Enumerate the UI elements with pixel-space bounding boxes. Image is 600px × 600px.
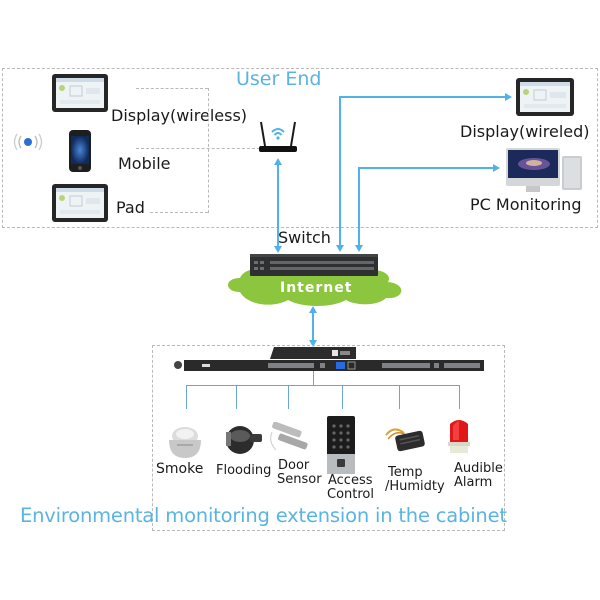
display-wireled-label: Display(wireled) — [460, 122, 590, 141]
audible-alarm-label-line2: Alarm — [454, 475, 493, 490]
tablet-display-wireless-icon — [52, 74, 108, 112]
internet-label: Internet — [280, 280, 353, 296]
switch-pc-connector-v — [358, 167, 360, 248]
flooding-label: Flooding — [216, 463, 272, 478]
tree-drop-access-control — [342, 385, 343, 409]
tree-bar — [186, 385, 460, 386]
wireless-link-to-router — [136, 148, 260, 149]
switch-display-wireled-connector-v — [339, 96, 341, 248]
temp-humidity-sensor-icon — [384, 425, 428, 455]
tree-drop-smoke — [186, 385, 187, 409]
cabinet-title: Environmental monitoring extension in th… — [20, 504, 507, 527]
tree-drop-flooding — [236, 385, 237, 409]
arrow-right-icon — [493, 164, 500, 172]
user-end-title: User End — [236, 68, 322, 90]
router-switch-connector — [277, 162, 279, 250]
door-sensor-icon — [270, 422, 310, 456]
audible-alarm-icon — [446, 416, 472, 454]
pdu-strip-icon — [172, 360, 484, 372]
network-switch-icon — [250, 254, 378, 276]
wireless-signal-icon — [10, 132, 46, 152]
pc-monitoring-label: PC Monitoring — [470, 195, 582, 214]
arrow-up-icon — [274, 158, 282, 165]
pad-label: Pad — [116, 198, 145, 217]
display-wireled-icon — [516, 78, 574, 116]
wireless-bracket-bottom — [150, 212, 208, 213]
wireless-bracket-top — [136, 88, 208, 89]
arrow-down-icon — [355, 245, 363, 252]
arrow-right-icon — [505, 93, 512, 101]
flooding-sensor-icon — [220, 424, 264, 456]
arrow-down-icon — [336, 245, 344, 252]
arrow-down-icon — [274, 246, 282, 253]
door-sensor-label-line1: Door — [278, 458, 310, 473]
access-control-keypad-icon — [327, 416, 355, 474]
switch-display-wireled-connector-h — [339, 96, 507, 98]
arrow-up-icon — [309, 306, 317, 313]
mobile-label: Mobile — [118, 154, 171, 173]
audible-alarm-label-line1: Audible — [454, 461, 503, 476]
tree-drop-temp-humidity — [399, 385, 400, 409]
tablet-pad-icon — [52, 184, 108, 222]
wireless-bracket-vertical — [208, 88, 209, 213]
switch-pc-connector-h — [358, 167, 494, 169]
arrow-down-icon — [309, 340, 317, 347]
smoke-label: Smoke — [156, 461, 204, 477]
tree-drop-audible-alarm — [459, 385, 460, 409]
wifi-router-icon — [258, 120, 298, 158]
tree-drop-door-sensor — [288, 385, 289, 409]
temp-humidity-label-line1: Temp — [388, 465, 423, 480]
tree-stem — [313, 371, 314, 386]
cabinet-region — [152, 345, 505, 531]
display-wireless-label: Display(wireless) — [111, 106, 248, 125]
access-control-label-line1: Access — [328, 473, 373, 488]
door-sensor-label-line2: Sensor — [277, 472, 322, 487]
pc-monitoring-icon — [504, 146, 584, 194]
temp-humidity-label-line2: /Humidty — [385, 479, 445, 494]
access-control-label-line2: Control — [327, 487, 374, 502]
smoke-detector-icon — [165, 424, 205, 460]
mobile-phone-icon — [69, 130, 91, 172]
internet-cabinet-connector — [312, 310, 314, 346]
monitoring-host-icon — [270, 347, 356, 359]
user-end-region — [2, 68, 598, 228]
switch-label: Switch — [278, 228, 331, 247]
